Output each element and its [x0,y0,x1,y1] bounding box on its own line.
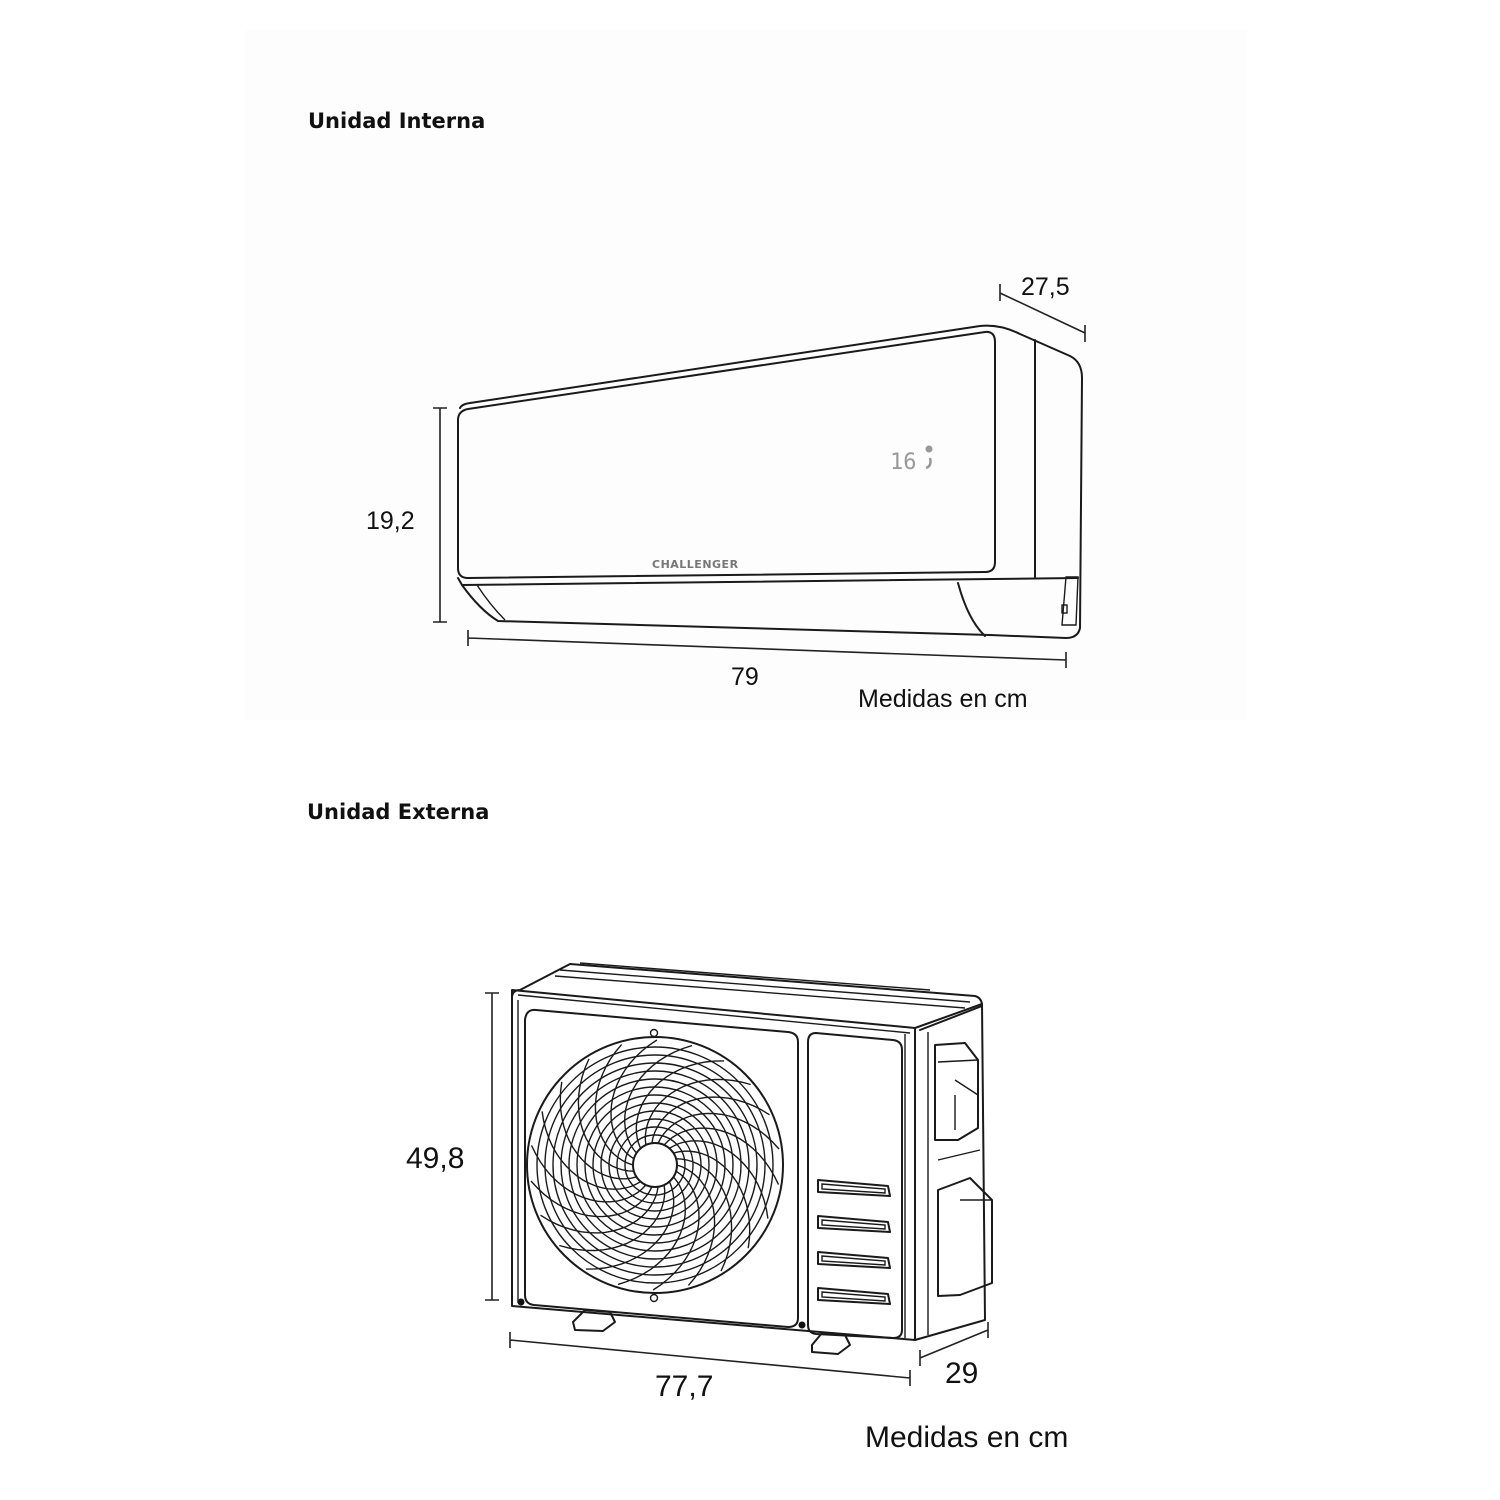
temperature-display: 16 [890,450,917,475]
outdoor-width-label: 77,7 [655,1370,713,1403]
indoor-units-note: Medidas en cm [858,685,1028,713]
fan-hub [632,1142,678,1188]
indoor-unit-drawing: CHALLENGER 16 [457,324,1083,639]
outdoor-unit-drawing [511,962,993,1355]
indoor-panel-bg [245,30,1247,720]
indoor-depth-label: 27,5 [1021,273,1070,301]
indoor-height-label: 19,2 [366,507,415,535]
outdoor-height-label: 49,8 [406,1142,464,1175]
outdoor-units-note: Medidas en cm [865,1421,1068,1454]
indoor-dimension-lines [433,284,1086,668]
vent-slots [817,1179,891,1305]
indoor-width-label: 79 [731,663,759,691]
outdoor-dimension-lines [485,992,989,1386]
vent-slot [817,1215,891,1233]
display-indicator-icon [925,445,933,453]
fan-grille [526,1036,784,1294]
vent-slot [817,1179,891,1197]
valve-cover [934,1042,979,1141]
indoor-heading: Unidad Interna [308,109,485,133]
outdoor-heading: Unidad Externa [307,800,489,824]
vent-slot [817,1251,891,1269]
vent-slot [817,1287,891,1305]
terminal-cover [937,1149,993,1297]
brand-logo: CHALLENGER [652,558,739,571]
outdoor-depth-label: 29 [945,1357,978,1390]
